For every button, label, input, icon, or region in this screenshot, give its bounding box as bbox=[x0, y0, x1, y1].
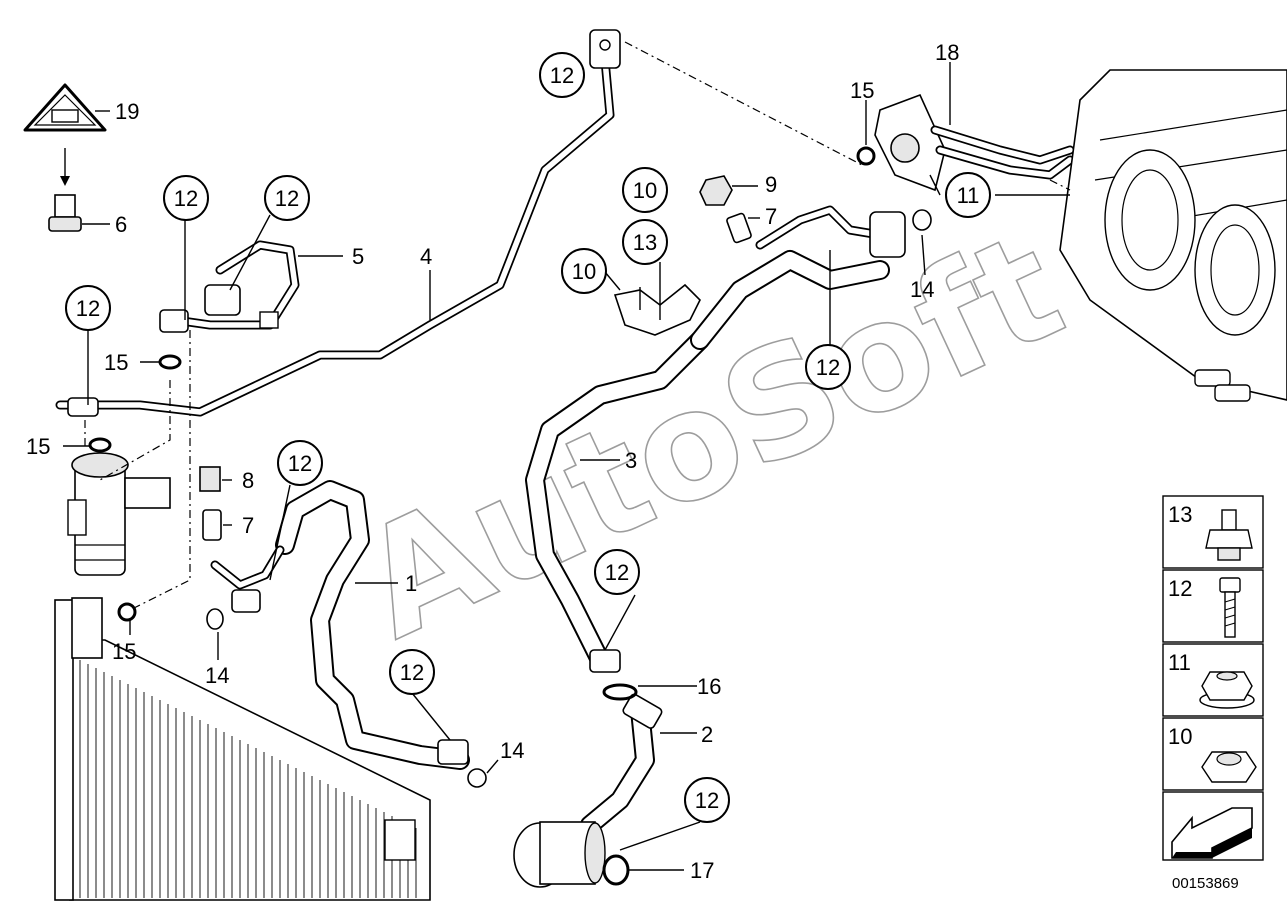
condenser bbox=[54, 597, 431, 901]
callout-label: 12 bbox=[400, 660, 424, 685]
pipe-4 bbox=[55, 29, 621, 417]
legend-num: 13 bbox=[1168, 502, 1192, 527]
legend-row-13[interactable]: 13 bbox=[1162, 495, 1264, 569]
callout-12-f[interactable]: 12 bbox=[805, 344, 851, 390]
pipe-5 bbox=[159, 240, 300, 333]
callout-7-a[interactable]: 7 bbox=[242, 513, 254, 538]
legend-num: 11 bbox=[1168, 650, 1191, 675]
callout-label: 11 bbox=[957, 183, 980, 208]
callout-label: 12 bbox=[275, 186, 299, 211]
callout-label: 12 bbox=[695, 788, 719, 813]
callout-label: 12 bbox=[174, 186, 198, 211]
receiver-drier bbox=[67, 452, 171, 576]
callouts: 12 19 6 12 12 5 4 12 15 15 8 7 12 1 15 1… bbox=[26, 40, 991, 883]
callout-label: 12 bbox=[288, 451, 312, 476]
arrow-back-icon[interactable] bbox=[1162, 791, 1264, 861]
hose-1 bbox=[210, 480, 470, 770]
callout-15-c[interactable]: 15 bbox=[112, 639, 136, 664]
callout-10-b[interactable]: 10 bbox=[561, 248, 607, 294]
callout-11[interactable]: 11 bbox=[945, 172, 991, 218]
callout-19[interactable]: 19 bbox=[115, 99, 139, 124]
watermark-text: AutoSoft bbox=[337, 200, 1086, 673]
callout-label: 12 bbox=[605, 560, 629, 585]
hose-3 bbox=[525, 205, 906, 673]
callout-label: 12 bbox=[76, 296, 100, 321]
callout-15-a[interactable]: 15 bbox=[104, 350, 128, 375]
callout-1[interactable]: 1 bbox=[405, 571, 417, 596]
callout-12-a[interactable]: 12 bbox=[163, 175, 209, 221]
callout-7-b[interactable]: 7 bbox=[765, 204, 777, 229]
callout-13[interactable]: 13 bbox=[622, 219, 668, 265]
callout-8[interactable]: 8 bbox=[242, 468, 254, 493]
callout-4[interactable]: 4 bbox=[420, 244, 432, 269]
diagram-id: 00153869 bbox=[1172, 875, 1239, 892]
callout-17[interactable]: 17 bbox=[690, 858, 714, 883]
callout-2[interactable]: 2 bbox=[701, 722, 713, 747]
watermark: AutoSoft bbox=[336, 199, 1087, 673]
bolt-icon bbox=[1219, 577, 1241, 638]
legend-row-11[interactable]: 11 bbox=[1162, 643, 1264, 717]
callout-label: 12 bbox=[816, 355, 840, 380]
legend-num: 10 bbox=[1168, 724, 1192, 749]
callout-12-top[interactable]: 12 bbox=[539, 52, 585, 98]
callout-label: 12 bbox=[550, 63, 574, 88]
pressure-sensor bbox=[48, 194, 82, 232]
hex-nut-icon bbox=[1201, 751, 1257, 783]
warning-triangle-icon bbox=[23, 83, 107, 132]
callout-18[interactable]: 18 bbox=[935, 40, 959, 65]
legend-row-12[interactable]: 12 bbox=[1162, 569, 1264, 643]
callout-5[interactable]: 5 bbox=[352, 244, 364, 269]
centerlines bbox=[84, 41, 1071, 611]
collar-nut-icon bbox=[1199, 671, 1255, 709]
callout-16[interactable]: 16 bbox=[697, 674, 721, 699]
callout-12-b[interactable]: 12 bbox=[264, 175, 310, 221]
hvac-unit bbox=[1059, 69, 1287, 402]
callout-6[interactable]: 6 bbox=[115, 212, 127, 237]
expansion-valve bbox=[874, 93, 1075, 192]
callout-14-b[interactable]: 14 bbox=[500, 738, 524, 763]
pipe-2 bbox=[513, 693, 663, 888]
legend-panel: 13 12 11 bbox=[1162, 495, 1264, 892]
callout-3[interactable]: 3 bbox=[625, 448, 637, 473]
callout-14-a[interactable]: 14 bbox=[205, 663, 229, 688]
callout-12-g[interactable]: 12 bbox=[594, 549, 640, 595]
callout-9[interactable]: 9 bbox=[765, 172, 777, 197]
small-parts bbox=[88, 146, 932, 886]
callout-15-d[interactable]: 15 bbox=[850, 78, 874, 103]
callout-label: 10 bbox=[633, 178, 657, 203]
callout-12-c[interactable]: 12 bbox=[65, 285, 111, 331]
callout-12-e[interactable]: 12 bbox=[389, 649, 435, 695]
callout-10-a[interactable]: 10 bbox=[622, 167, 668, 213]
clip-fastener-icon bbox=[1205, 509, 1253, 561]
leader-lines bbox=[63, 62, 1070, 871]
legend-row-10[interactable]: 10 bbox=[1162, 717, 1264, 791]
callout-label: 10 bbox=[572, 259, 596, 284]
legend-num: 12 bbox=[1168, 576, 1192, 601]
callout-12-d[interactable]: 12 bbox=[277, 440, 323, 486]
callout-label: 13 bbox=[633, 230, 657, 255]
callout-12-h[interactable]: 12 bbox=[684, 777, 730, 823]
callout-14-c[interactable]: 14 bbox=[910, 277, 934, 302]
callout-15-b[interactable]: 15 bbox=[26, 434, 50, 459]
